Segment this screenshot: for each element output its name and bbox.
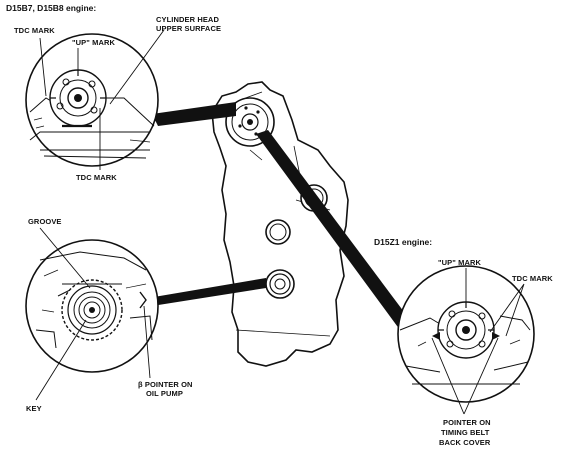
crankshaft-pulley (265, 269, 295, 299)
detail-cam-pulley-d15b (25, 29, 165, 170)
label-groove: GROOVE (28, 217, 62, 226)
label-tdc-mark-bottom: TDC MARK (76, 173, 117, 182)
detail-crank-pulley (25, 227, 159, 401)
label-pointer-belt-2: TIMING BELT (441, 428, 490, 437)
label-pointer-belt-1: POINTER ON (443, 418, 491, 427)
label-cylinder-head-1: CYLINDER HEAD (156, 15, 219, 24)
label-cylinder-head-2: UPPER SURFACE (156, 24, 221, 33)
label-pointer-oil-pump-1: β POINTER ON (138, 380, 193, 389)
label-tdc-mark-right: TDC MARK (512, 274, 553, 283)
label-key: KEY (26, 404, 42, 413)
label-up-mark-right: "UP" MARK (438, 258, 481, 267)
labels: D15B7, D15B8 engine: TDC MARK "UP" MARK … (6, 3, 553, 447)
label-pointer-belt-3: BACK COVER (439, 438, 491, 447)
header-d15z1-engine: D15Z1 engine: (374, 237, 432, 247)
header-d15b-engines: D15B7, D15B8 engine: (6, 3, 96, 13)
engine-block (211, 81, 349, 367)
label-up-mark-top: "UP" MARK (72, 38, 115, 47)
leader-bands (148, 102, 410, 330)
water-pump-pulley (265, 219, 291, 245)
label-tdc-mark-top: TDC MARK (14, 26, 55, 35)
detail-cam-pulley-d15z1 (397, 265, 535, 415)
label-pointer-oil-pump-2: OIL PUMP (146, 389, 183, 398)
